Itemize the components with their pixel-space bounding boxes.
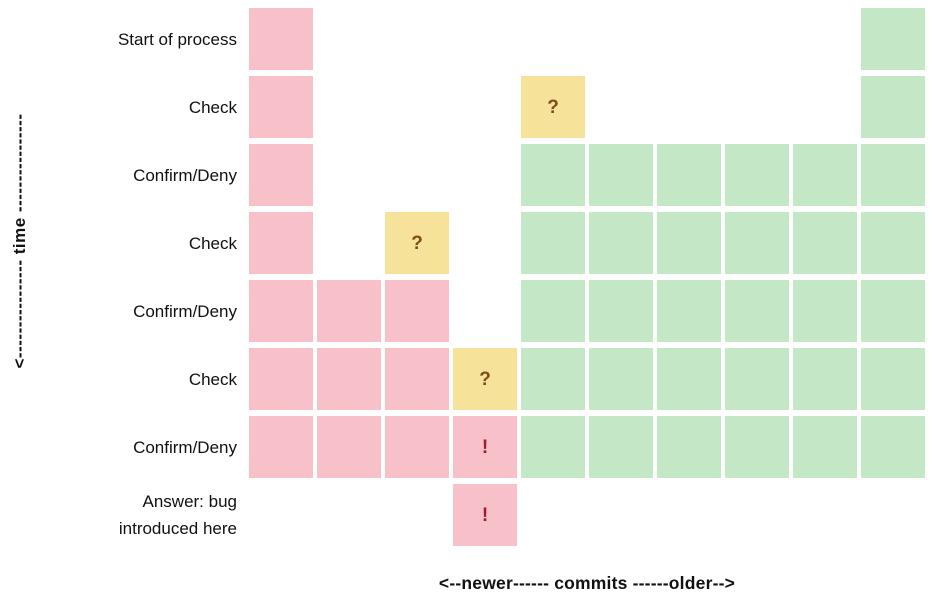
commit-cell-good	[793, 280, 857, 342]
commit-cell-bad	[249, 212, 313, 274]
commit-cell-good	[861, 212, 925, 274]
commit-cell-good	[725, 280, 789, 342]
commit-cell-good	[589, 212, 653, 274]
commit-cell-good	[725, 212, 789, 274]
commit-cell-good	[861, 8, 925, 70]
commit-cell-check: ?	[385, 212, 449, 274]
commit-cell-bad	[317, 416, 381, 478]
commit-cell-bad: !	[453, 484, 517, 546]
question-mark: ?	[547, 96, 559, 118]
commit-cell-good	[861, 280, 925, 342]
commit-cell-good	[589, 144, 653, 206]
commit-cell-check: ?	[521, 76, 585, 138]
commit-cell-good	[861, 348, 925, 410]
commit-cell-bad	[249, 280, 313, 342]
commit-cell-bad	[249, 416, 313, 478]
commit-cell-bad	[249, 76, 313, 138]
row-label: Confirm/Deny	[133, 165, 237, 185]
row-label: Check	[188, 369, 237, 389]
commit-cell-good	[589, 348, 653, 410]
commit-cell-good	[657, 280, 721, 342]
commit-cell-good	[521, 416, 585, 478]
commit-cell-bad	[317, 348, 381, 410]
commit-cell-good	[657, 212, 721, 274]
commit-cell-good	[793, 144, 857, 206]
commit-cell-check: ?	[453, 348, 517, 410]
question-mark: ?	[411, 232, 423, 254]
commit-cell-good	[589, 280, 653, 342]
commit-cell-good	[521, 348, 585, 410]
exclamation-mark: !	[481, 436, 489, 458]
question-mark: ?	[479, 368, 491, 390]
commit-cell-bad	[385, 280, 449, 342]
commit-cell-bad	[249, 348, 313, 410]
commit-cell-good	[861, 144, 925, 206]
commit-cell-good	[861, 416, 925, 478]
commit-cell-good	[657, 348, 721, 410]
commit-cell-bad	[249, 8, 313, 70]
commit-cell-good	[793, 212, 857, 274]
row-label: Answer: bug introduced here	[118, 492, 237, 538]
row-label: Start of process	[117, 29, 237, 49]
commit-cell-good	[657, 416, 721, 478]
row-label: Check	[188, 97, 237, 117]
commit-cell-bad	[385, 348, 449, 410]
commit-cell-good	[521, 212, 585, 274]
commit-cell-good	[589, 416, 653, 478]
commit-cell-good	[521, 280, 585, 342]
commit-cell-bad	[317, 280, 381, 342]
commit-cell-good	[521, 144, 585, 206]
commit-cell-bad	[385, 416, 449, 478]
commit-cell-good	[793, 348, 857, 410]
row-label: Confirm/Deny	[133, 301, 237, 321]
commit-cell-good	[657, 144, 721, 206]
commit-cell-bad	[249, 144, 313, 206]
commit-cell-good	[793, 416, 857, 478]
commit-cell-good	[725, 348, 789, 410]
row-label: Confirm/Deny	[133, 437, 237, 457]
commit-cell-good	[725, 416, 789, 478]
commits-axis-label: <--newer------ commits ------older-->	[438, 573, 736, 593]
commit-cell-good	[725, 144, 789, 206]
commit-cell-bad: !	[453, 416, 517, 478]
commit-cell-good	[861, 76, 925, 138]
row-label: Check	[188, 233, 237, 253]
exclamation-mark: !	[481, 504, 489, 526]
